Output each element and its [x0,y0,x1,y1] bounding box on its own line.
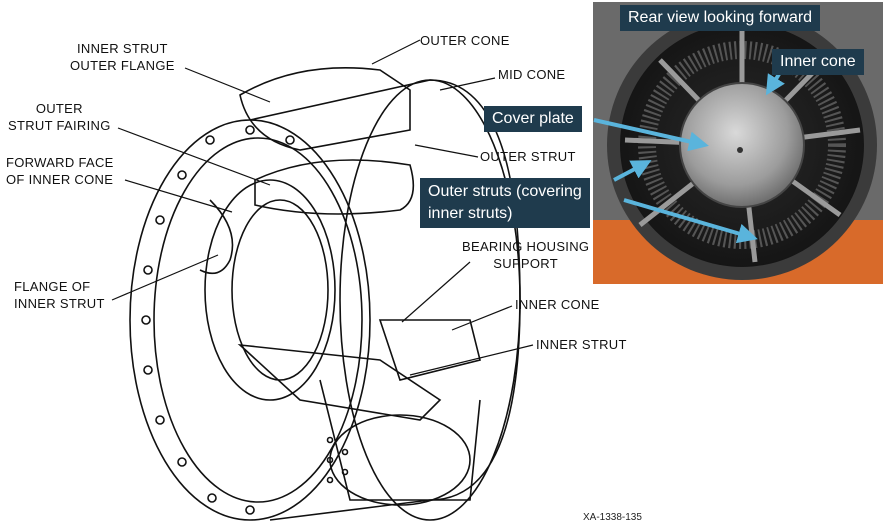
line-art [129,66,521,521]
inner-strut [237,343,442,421]
label-line: OUTER FLANGE [70,58,175,73]
label-bearing-housing-support: BEARING HOUSING SUPPORT [462,238,589,272]
casing-body [249,79,521,521]
label-flange-of-inner-strut: FLANGE OF INNER STRUT [14,278,105,312]
outer-strut-arrow-lower [623,198,758,244]
label-line: INNER STRUT [14,296,105,311]
callout-inner-cone: Inner cone [772,49,864,75]
label-line: BEARING HOUSING [462,239,590,254]
label-outer-strut-fairing: OUTER STRUT FAIRING [8,100,111,134]
callout-outer-struts: Outer struts (covering inner struts) [420,178,590,228]
label-mid-cone: MID CONE [498,67,566,82]
center-bolt [737,147,743,153]
lower-strut [319,379,481,501]
cover-plate-arrow [593,118,709,152]
outer-strut-fairing [254,159,415,215]
label-line: FLANGE OF [14,279,91,294]
callout-cover-plate: Cover plate [484,106,582,132]
outer-flange-ring [129,119,371,521]
label-line: OF INNER CONE [6,172,114,187]
label-inner-strut-outer-flange: INNER STRUT OUTER FLANGE [70,40,175,74]
label-line: STRUT FAIRING [8,118,111,133]
figure-id: XA-1338-135 [583,512,642,523]
label-line: OUTER [35,101,83,116]
callout-line: inner struts) [428,205,513,222]
label-forward-face-inner-cone: FORWARD FACE OF INNER CONE [6,154,114,188]
label-line: SUPPORT [493,256,558,271]
label-line: FORWARD FACE [6,155,114,170]
label-inner-strut: INNER STRUT [536,337,627,352]
leader-lines [111,39,534,376]
label-line: INNER STRUT [77,41,168,56]
inner-cone [378,319,481,381]
cover-plate [679,82,805,208]
callout-rear-view: Rear view looking forward [620,5,821,31]
label-inner-cone: INNER CONE [515,297,600,312]
label-outer-cone: OUTER CONE [420,33,510,48]
flange-inner-strut [199,199,234,275]
label-outer-strut: OUTER STRUT [480,149,576,164]
outer-cone [239,66,411,151]
callout-line: Outer struts (covering [428,183,582,200]
flange-bolt-holes [141,125,295,515]
outer-strut-arrow-upper [613,160,652,182]
